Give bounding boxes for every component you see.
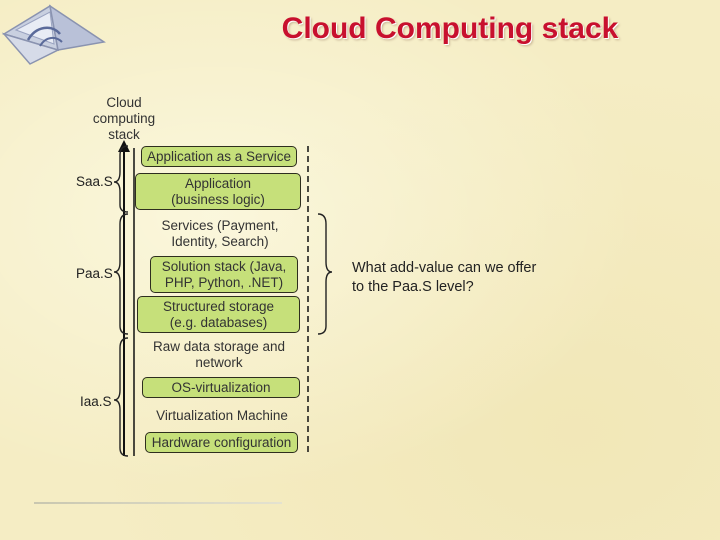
layer-app-service: Application as a Service — [141, 146, 297, 167]
paas-right-bracket — [317, 213, 333, 335]
layer-structured-storage-line: Structured storage — [162, 298, 275, 314]
tier-label-iaas: Iaa.S — [80, 394, 112, 409]
iaas-bracket — [113, 337, 129, 457]
layer-solution-stack: Solution stack (Java, PHP, Python, .NET) — [150, 256, 298, 293]
paas-question: What add-value can we offer to the Paa.S… — [352, 260, 537, 295]
layer-raw-storage-line: Raw data storage and — [152, 339, 286, 354]
layer-application-line: Application — [184, 175, 252, 191]
layer-virtualization-machine: Virtualization Machine — [140, 405, 304, 426]
layer-virtualization-machine-text: Virtualization Machine — [156, 407, 288, 423]
layer-hardware: Hardware configuration — [145, 432, 298, 453]
layer-hardware-text: Hardware configuration — [151, 434, 292, 450]
stack-label-line: stack — [108, 127, 140, 142]
layer-services: Services (Payment, Identity, Search) — [140, 217, 300, 251]
layer-app-service-text: Application as a Service — [146, 148, 292, 164]
layer-structured-storage-line: (e.g. databases) — [169, 314, 268, 330]
footer-divider — [34, 502, 282, 504]
stack-label: Cloud computing stack — [84, 95, 164, 143]
layer-services-line: Identity, Search) — [171, 234, 269, 249]
layer-os-virtualization: OS-virtualization — [142, 377, 300, 398]
slide-title: Cloud Computing stack — [281, 12, 619, 45]
saas-bracket — [113, 145, 129, 213]
layer-application-line: (business logic) — [171, 191, 265, 207]
layer-application: Application (business logic) — [135, 173, 301, 210]
layer-structured-storage: Structured storage (e.g. databases) — [137, 296, 300, 333]
paas-bracket — [113, 213, 129, 335]
layer-os-virtualization-text: OS-virtualization — [171, 379, 271, 395]
layer-solution-stack-line: Solution stack (Java, — [161, 258, 287, 274]
tier-label-saas: Saa.S — [76, 174, 113, 189]
layer-services-line: Services (Payment, — [161, 218, 279, 233]
logo-icon — [1, 4, 106, 65]
stack-label-line: computing — [92, 111, 156, 126]
layer-solution-stack-line: PHP, Python, .NET) — [164, 274, 284, 290]
layer-raw-storage: Raw data storage and network — [140, 338, 298, 372]
layer-raw-storage-line: network — [195, 355, 243, 370]
tier-label-paas: Paa.S — [76, 266, 113, 281]
stack-label-line: Cloud — [106, 95, 142, 110]
